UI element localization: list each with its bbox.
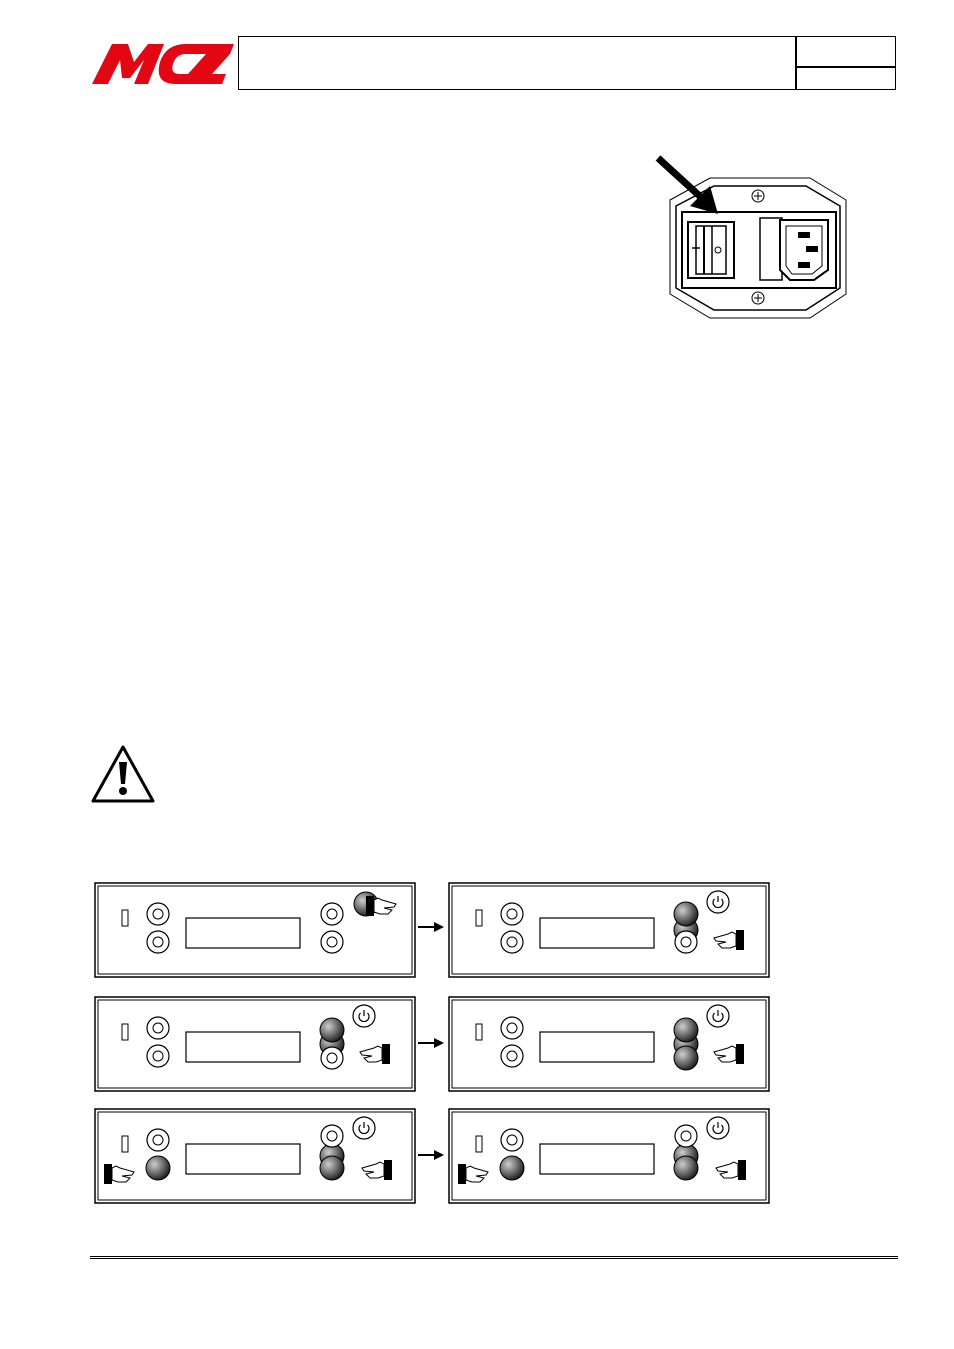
left-top-button[interactable]: [500, 1128, 524, 1152]
left-bottom-button[interactable]: [146, 1044, 170, 1068]
lcd-display: [539, 1143, 655, 1175]
control-panel-step-2: [448, 882, 770, 978]
control-panel-step-5: [94, 1108, 416, 1204]
lcd-display: [539, 1031, 655, 1063]
left-bottom-button[interactable]: [146, 930, 170, 954]
right-mid-button[interactable]: [320, 1046, 344, 1070]
right-bottom-button[interactable]: [320, 930, 344, 954]
lcd-display: [185, 917, 301, 949]
left-top-button[interactable]: [146, 902, 170, 926]
left-top-button[interactable]: [500, 1016, 524, 1040]
mcz-logo-graphic: [92, 44, 234, 84]
mcz-logo: MCZ: [90, 40, 236, 86]
left-bottom-button[interactable]: [500, 930, 524, 954]
lcd-display: [185, 1143, 301, 1175]
pointing-hand-icon: [104, 1164, 135, 1184]
power-button-icon[interactable]: [706, 890, 730, 914]
footer-rule: [90, 1256, 898, 1259]
right-top-button[interactable]: [674, 1124, 698, 1148]
left-top-button[interactable]: [500, 902, 524, 926]
lcd-display: [539, 917, 655, 949]
sequence-arrow-icon: [418, 1036, 444, 1048]
header-divider: [795, 36, 797, 90]
right-mid-button[interactable]: [673, 1155, 699, 1181]
pointing-hand-icon: [715, 1160, 746, 1180]
power-button-icon[interactable]: [706, 1116, 730, 1140]
control-panel-step-1: [94, 882, 416, 978]
power-button-icon[interactable]: [352, 1116, 376, 1140]
status-led: [475, 1023, 483, 1041]
pointing-hand-icon: [713, 930, 744, 950]
lcd-display: [185, 1031, 301, 1063]
left-bottom-button[interactable]: [145, 1155, 171, 1181]
right-top-button[interactable]: [320, 1124, 344, 1148]
pointing-hand-icon: [366, 896, 397, 916]
sequence-arrow-icon: [418, 920, 444, 932]
right-mid-button[interactable]: [319, 1155, 345, 1181]
pointing-hand-icon: [713, 1044, 744, 1064]
pointer-arrow-icon: [655, 155, 718, 214]
control-panel-step-4: [448, 996, 770, 1092]
control-panel-step-6: [448, 1108, 770, 1204]
pointing-hand-icon: [458, 1164, 489, 1184]
pointing-hand-icon: [359, 1044, 390, 1064]
status-led: [475, 1135, 483, 1153]
right-mid-button[interactable]: [674, 930, 698, 954]
power-button-icon[interactable]: [706, 1004, 730, 1028]
right-mid-button[interactable]: [673, 1045, 699, 1071]
right-top-button[interactable]: [673, 901, 699, 927]
status-led: [121, 1135, 129, 1153]
right-top-button[interactable]: [319, 1017, 345, 1043]
power-button-icon[interactable]: [352, 1004, 376, 1028]
left-top-button[interactable]: [146, 1128, 170, 1152]
warning-triangle-icon: [90, 744, 156, 804]
left-bottom-button[interactable]: [499, 1155, 525, 1181]
right-top-button[interactable]: [320, 902, 344, 926]
control-panel-step-3: [94, 996, 416, 1092]
status-led: [121, 909, 129, 927]
left-top-button[interactable]: [146, 1016, 170, 1040]
status-led: [475, 909, 483, 927]
left-bottom-button[interactable]: [500, 1044, 524, 1068]
sequence-arrow-icon: [418, 1148, 444, 1160]
header-code-separator: [795, 66, 896, 68]
right-top-button[interactable]: [673, 1017, 699, 1043]
power-switch-socket-illustration: [640, 150, 860, 330]
logo-text: MCZ: [236, 40, 237, 41]
header-title-box: [238, 36, 896, 90]
pointing-hand-icon: [361, 1160, 392, 1180]
status-led: [121, 1023, 129, 1041]
